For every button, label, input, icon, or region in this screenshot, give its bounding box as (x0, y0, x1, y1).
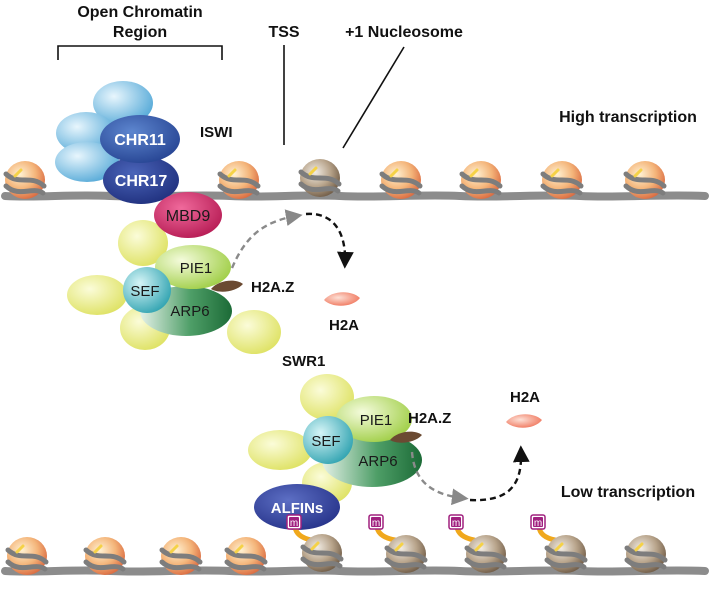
nucleosome-bottom-2 (85, 537, 125, 575)
methyl-tail-1: m (286, 514, 314, 543)
iswi-light-lobe-3 (55, 142, 119, 182)
nucleosome-bottom-9 (626, 535, 666, 573)
h2az-dimer-bottom (390, 431, 422, 443)
open-chromatin-line1: Open Chromatin (77, 4, 202, 21)
nucleosome-top-4 (381, 161, 421, 199)
yellow-lobe-top-2 (67, 275, 127, 315)
swr1-label: SWR1 (282, 353, 325, 370)
pie1-protein-top (155, 245, 231, 289)
exchange-arrow-bottom-out (469, 445, 530, 502)
methyl-mark-4: m (534, 518, 542, 529)
yellow-lobe-bottom-2 (248, 430, 312, 470)
nucleosome-bottom-8 (546, 535, 586, 573)
h2a-label-top: H2A (329, 317, 359, 334)
chr17-protein (103, 156, 179, 204)
methyl-mark-2: m (372, 518, 380, 529)
exchange-arrow-top-in (230, 209, 303, 269)
yellow-lobe-top-4 (227, 310, 281, 354)
plus1-nucleosome-label: +1 Nucleosome (345, 24, 463, 41)
high-transcription-label: High transcription (559, 109, 697, 126)
iswi-complex: CHR11 CHR17 (55, 81, 180, 204)
h2a-dimer-top (324, 292, 360, 306)
nucleosome-bottom-1 (7, 537, 47, 575)
h2az-dimer-top (211, 280, 243, 292)
methyl-tail-4: m (530, 514, 558, 543)
yellow-lobe-top-1 (118, 220, 168, 266)
pie1-label-bottom: PIE1 (360, 412, 393, 429)
nucleosome-bottom-5 (302, 534, 342, 572)
nucleosome-top-5 (461, 161, 501, 199)
nucleosome-bottom-4 (226, 537, 266, 575)
arp6-label-bottom: ARP6 (358, 453, 397, 470)
dna-strand-top (1, 191, 709, 201)
alfins-protein (254, 484, 340, 530)
arp6-label-top: ARP6 (170, 303, 209, 320)
methyl-tail-2: m (368, 514, 398, 543)
methyl-tail-3: m (448, 514, 477, 543)
exchange-arrow-bottom-in (410, 451, 469, 506)
open-chromatin-label: Open Chromatin Region (57, 4, 223, 60)
low-transcription-label: Low transcription (561, 484, 695, 501)
nucleosome-top-1 (5, 161, 45, 199)
open-chromatin-line2: Region (113, 24, 167, 41)
chr17-label: CHR17 (115, 173, 168, 190)
pie1-label-top: PIE1 (180, 260, 213, 277)
tss-label: TSS (268, 24, 299, 41)
alfins-label: ALFINs (271, 500, 324, 517)
nucleosome-bottom-7 (466, 535, 506, 573)
methyl-mark-3: m (452, 518, 460, 529)
h2az-label-top: H2A.Z (251, 279, 294, 296)
plus1-nucleosome-pointer (342, 46, 405, 149)
swr1-complex-top: MBD9 PIE1 SEF ARP6 (67, 192, 281, 354)
sef-protein-top (123, 267, 171, 313)
iswi-label: ISWI (200, 124, 233, 141)
nucleosome-top-plus1 (300, 159, 340, 197)
h2a-label-bottom: H2A (510, 389, 540, 406)
nucleosome-top-2 (219, 161, 259, 199)
mbd9-protein (154, 192, 222, 238)
h2az-label-bottom: H2A.Z (408, 410, 451, 427)
nucleosome-top-6 (542, 161, 582, 199)
nucleosome-top-7 (625, 161, 665, 199)
h2a-dimer-bottom (506, 414, 542, 428)
chr11-protein (100, 115, 180, 163)
exchange-arrow-top-out (305, 212, 354, 269)
sef-label-top: SEF (130, 283, 159, 300)
iswi-light-lobe-1 (93, 81, 153, 125)
sef-protein-bottom (303, 416, 353, 464)
open-chromatin-bracket (57, 45, 223, 60)
methyl-mark-1: m (290, 518, 298, 529)
sef-label-bottom: SEF (311, 433, 340, 450)
nucleosome-bottom-6 (386, 535, 426, 573)
pie1-protein-bottom (336, 396, 412, 442)
chr11-label: CHR11 (114, 132, 166, 149)
nucleosome-bottom-3 (161, 537, 201, 575)
swr1-complex-bottom: PIE1 SEF ARP6 (248, 374, 422, 504)
mbd9-label: MBD9 (166, 208, 211, 225)
